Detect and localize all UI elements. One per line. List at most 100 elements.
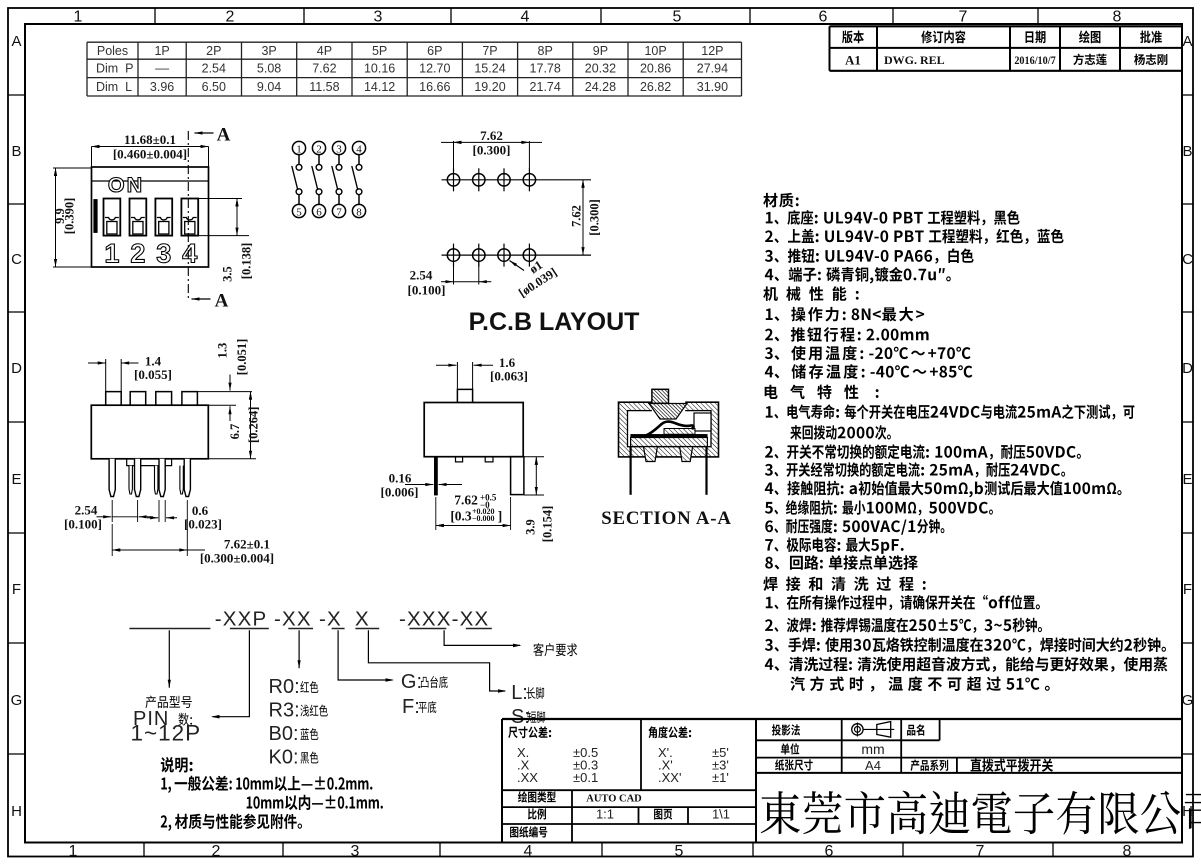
svg-text:G: G	[1182, 692, 1194, 709]
svg-text:D: D	[1182, 360, 1193, 377]
svg-text:2.54: 2.54	[75, 503, 98, 518]
svg-text:A: A	[1182, 33, 1192, 50]
svg-text:[0.3: [0.3	[450, 509, 472, 524]
svg-text:[0.300±0.004]: [0.300±0.004]	[200, 551, 274, 566]
svg-text:1: 1	[74, 9, 83, 26]
svg-text:[0.023]: [0.023]	[184, 517, 222, 532]
svg-text:H: H	[11, 803, 22, 820]
svg-text:5: 5	[673, 9, 682, 26]
svg-text:SECTION A-A: SECTION A-A	[601, 508, 731, 529]
svg-text:+0.5: +0.5	[480, 493, 497, 503]
svg-text:9.9: 9.9	[53, 208, 67, 224]
svg-text:1:1: 1:1	[596, 807, 614, 822]
svg-text:Dim L: Dim L	[96, 80, 132, 94]
svg-text:C: C	[11, 251, 22, 268]
svg-text:7: 7	[336, 207, 342, 219]
svg-text:E: E	[1182, 471, 1192, 488]
svg-text:±0.1: ±0.1	[573, 770, 598, 785]
svg-text:]: ]	[498, 509, 503, 524]
svg-text:E: E	[11, 471, 21, 488]
svg-text:PIN: PIN	[133, 708, 169, 730]
svg-text:F: F	[12, 581, 21, 598]
svg-text:±5': ±5'	[712, 745, 729, 760]
svg-text:B0:: B0:	[269, 723, 299, 745]
svg-text:.X: .X	[517, 758, 530, 773]
svg-text:±0.5: ±0.5	[573, 745, 598, 760]
svg-text:8: 8	[1113, 9, 1122, 26]
svg-text:[0.300]: [0.300]	[588, 199, 602, 235]
svg-text:3P: 3P	[261, 44, 276, 58]
svg-text:F:: F:	[402, 696, 420, 718]
svg-text:-X: -X	[319, 608, 342, 631]
svg-text:15.24: 15.24	[474, 62, 505, 76]
svg-text:4P: 4P	[317, 44, 332, 58]
svg-text:-XX: -XX	[274, 608, 312, 631]
svg-text:-XXP: -XXP	[215, 608, 268, 631]
svg-text:20.86: 20.86	[640, 62, 671, 76]
svg-text:2: 2	[316, 144, 322, 156]
svg-text:0.16: 0.16	[389, 471, 412, 486]
svg-text:7P: 7P	[482, 44, 497, 58]
svg-text:±0.3: ±0.3	[573, 758, 598, 773]
svg-text:12P: 12P	[701, 44, 723, 58]
svg-text:9.04: 9.04	[257, 80, 281, 94]
svg-text:7: 7	[976, 843, 985, 860]
svg-text:8: 8	[356, 207, 362, 219]
svg-text:.XX': .XX'	[658, 770, 681, 785]
svg-text:2.54: 2.54	[410, 268, 433, 283]
svg-text:7: 7	[959, 9, 968, 26]
svg-text:+0.020: +0.020	[472, 507, 495, 516]
svg-text:2: 2	[226, 9, 235, 26]
svg-text:9P: 9P	[593, 44, 608, 58]
svg-text:3: 3	[336, 144, 342, 156]
svg-text:G: G	[11, 692, 23, 709]
svg-text:[0.100]: [0.100]	[64, 517, 102, 532]
svg-text:20.32: 20.32	[585, 62, 616, 76]
svg-text:21.74: 21.74	[530, 80, 561, 94]
svg-text:1.6: 1.6	[499, 355, 516, 370]
svg-text:±1': ±1'	[712, 770, 729, 785]
svg-text:3.5: 3.5	[221, 266, 235, 282]
svg-text:DWG. REL: DWG. REL	[884, 53, 945, 67]
svg-text:1: 1	[104, 239, 119, 269]
svg-text:1\1: 1\1	[712, 807, 730, 822]
svg-text:K0:: K0:	[269, 747, 299, 769]
svg-text:Poles: Poles	[97, 44, 128, 58]
svg-text:3: 3	[374, 9, 383, 26]
svg-text:2: 2	[212, 843, 221, 860]
svg-text:Dim P: Dim P	[96, 62, 134, 76]
svg-text:S:: S:	[511, 706, 530, 728]
svg-text:5: 5	[296, 207, 302, 219]
svg-text:.XX: .XX	[517, 770, 538, 785]
svg-text:P.C.B LAYOUT: P.C.B LAYOUT	[469, 308, 640, 336]
svg-text:31.90: 31.90	[697, 80, 728, 94]
svg-text:X'.: X'.	[658, 745, 673, 760]
svg-text:––: ––	[155, 62, 169, 76]
svg-text:L:: L:	[511, 682, 528, 704]
svg-text:2P: 2P	[206, 44, 221, 58]
svg-text:A: A	[217, 125, 231, 146]
svg-text:10.16: 10.16	[364, 62, 395, 76]
svg-text:4: 4	[356, 144, 362, 156]
svg-text:3: 3	[351, 843, 360, 860]
svg-text:3.96: 3.96	[150, 80, 174, 94]
svg-text:1~12P: 1~12P	[131, 721, 202, 746]
svg-text:1.4: 1.4	[145, 354, 162, 369]
svg-text:11.68±0.1: 11.68±0.1	[124, 132, 176, 147]
svg-text:17.78: 17.78	[530, 62, 561, 76]
svg-text:−0.000: −0.000	[472, 514, 495, 523]
svg-text:10P: 10P	[644, 44, 666, 58]
svg-text:−0: −0	[480, 500, 490, 510]
svg-text:4: 4	[524, 843, 533, 860]
svg-text:.X': .X'	[658, 758, 673, 773]
svg-text:B: B	[11, 143, 21, 160]
svg-text:[0.051]: [0.051]	[235, 339, 249, 375]
svg-text:±3': ±3'	[712, 758, 729, 773]
svg-text:1.3: 1.3	[216, 343, 230, 359]
svg-text:A1: A1	[845, 53, 861, 68]
svg-text:G:: G:	[401, 671, 422, 693]
svg-text:[0.390]: [0.390]	[63, 198, 77, 234]
svg-text:[0.264]: [0.264]	[247, 407, 261, 443]
svg-text:A: A	[215, 291, 229, 312]
svg-text:14.12: 14.12	[364, 80, 395, 94]
